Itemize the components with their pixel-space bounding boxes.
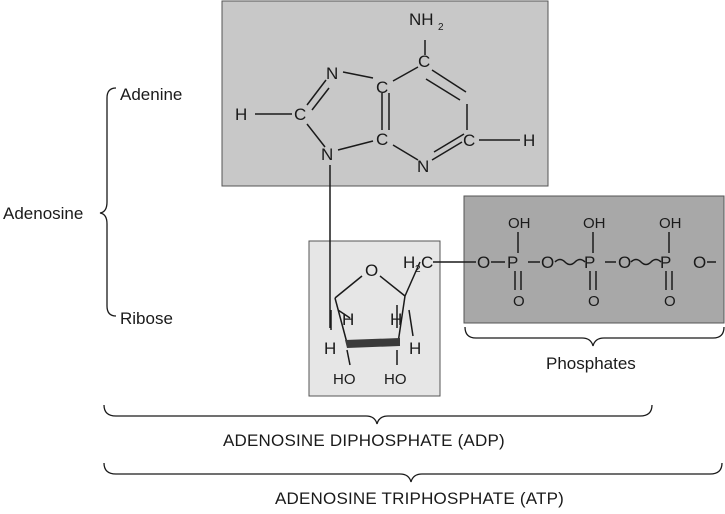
adenosine-brace (99, 87, 117, 317)
atp-label: ADENOSINE TRIPHOSPHATE (ATP) (275, 489, 564, 508)
ribose-atoms: O H 2 C H H H H HO HO (324, 253, 433, 388)
phosphate-bonds (491, 232, 673, 290)
ribose-ho2: HO (384, 371, 407, 388)
phosphate-box (463, 195, 725, 324)
h2c-c: C (421, 253, 433, 272)
atp-brace (103, 462, 723, 483)
adp-label: ADENOSINE DIPHOSPHATE (ADP) (223, 431, 505, 450)
atom-o1: O (541, 253, 554, 272)
atom-c-mid-left: C (294, 105, 306, 124)
oh-3: OH (659, 215, 682, 232)
atom-n-top: N (326, 64, 338, 83)
atom-n9: N (321, 145, 333, 164)
atom-c-mid-right: C (463, 131, 475, 150)
nh2-subscript: 2 (438, 22, 444, 33)
ribose-bonds (330, 261, 476, 366)
atom-p1: P (507, 253, 518, 272)
atom-c-fused-top: C (376, 78, 388, 97)
ribose-h4: H (409, 339, 421, 358)
h2c-h: H (403, 253, 415, 272)
atom-c-fused-bottom: C (376, 130, 388, 149)
phosphates-label: Phosphates (546, 354, 636, 373)
ribose-ho1: HO (333, 371, 356, 388)
atom-p3: P (660, 253, 671, 272)
nh2-label: NH (409, 10, 434, 29)
dbl-o-3: O (664, 293, 676, 310)
adenine-box (221, 0, 549, 187)
oh-2: OH (583, 215, 606, 232)
atom-n-bottom: N (417, 157, 429, 176)
ribose-label: Ribose (120, 309, 173, 328)
adenine-label: Adenine (120, 85, 182, 104)
h2c-subscript: 2 (415, 264, 421, 275)
adenosine-label: Adenosine (3, 204, 83, 223)
dbl-o-1: O (513, 293, 525, 310)
atom-h-left: H (235, 105, 247, 124)
phosphate-atoms: O P O P O P O OH OH OH O O O (477, 215, 706, 310)
phosphates-brace (464, 326, 725, 347)
adenine-bonds (255, 40, 520, 161)
atom-o-link: O (477, 253, 490, 272)
atom-o-ring: O (365, 261, 378, 280)
adenine-atoms: NH 2 N C C C C C H H N N (235, 10, 535, 176)
atom-o-end: O (693, 253, 706, 272)
atom-h-right: H (523, 131, 535, 150)
ribose-h3: H (324, 339, 336, 358)
atom-p2: P (584, 253, 595, 272)
adp-brace (103, 404, 653, 425)
ribose-h1: H (342, 310, 354, 329)
dbl-o-2: O (588, 293, 600, 310)
oh-1: OH (508, 215, 531, 232)
ribose-h2: H (390, 310, 402, 329)
atom-o2: O (618, 253, 631, 272)
atom-c-top: C (418, 52, 430, 71)
